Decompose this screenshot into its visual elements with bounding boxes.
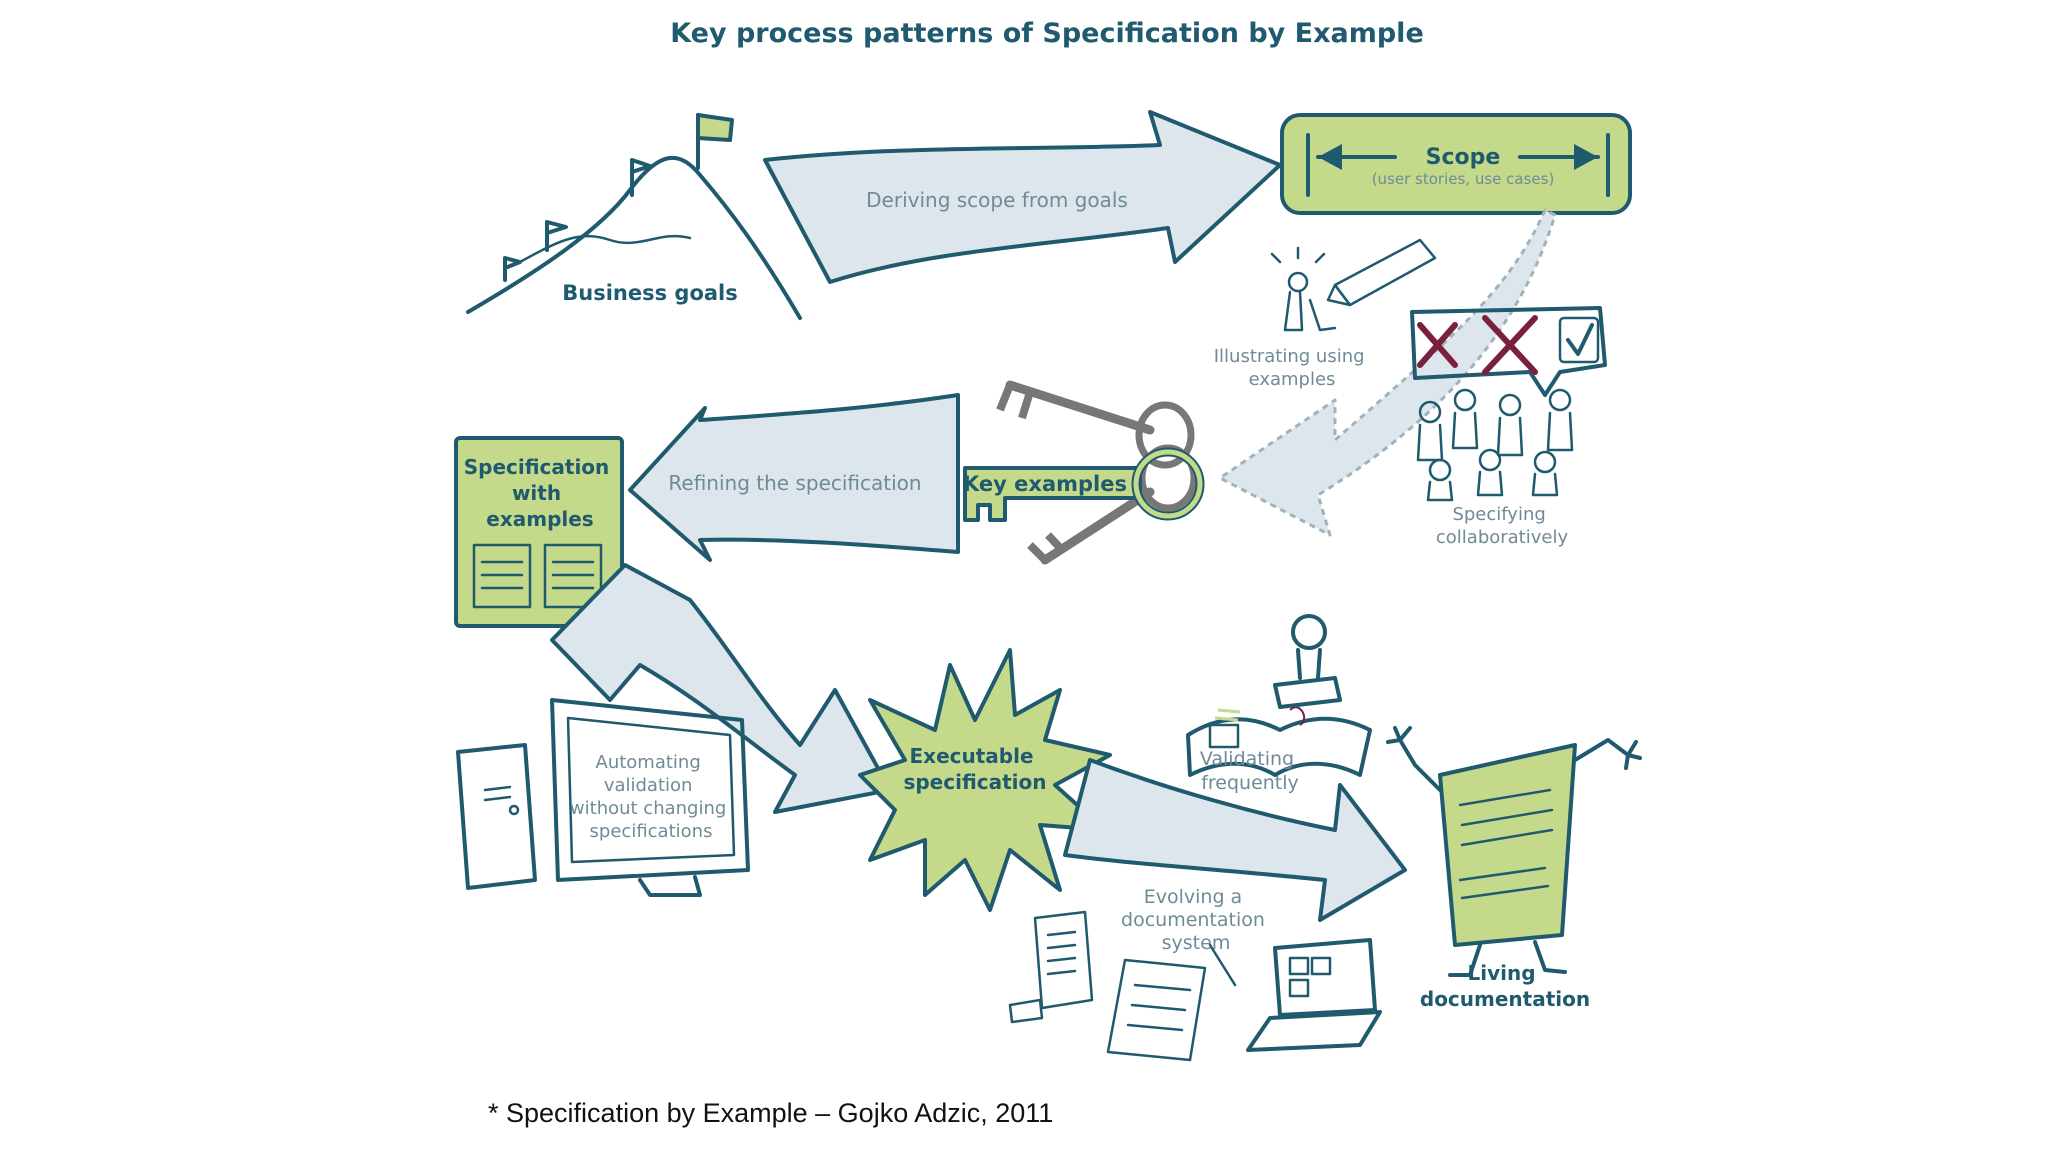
business-goals-mountain xyxy=(466,113,802,320)
diagram-title: Key process patterns of Specification by… xyxy=(670,18,1424,49)
collaborators-group xyxy=(1416,388,1574,502)
deriving-scope-label: Deriving scope from goals xyxy=(866,188,1128,212)
refining-label: Refining the specification xyxy=(668,471,921,495)
refining-arrow xyxy=(628,393,960,562)
evolving-arrow xyxy=(1063,758,1407,922)
collaboration-board xyxy=(1410,306,1607,397)
citation: * Specification by Example – Gojko Adzic… xyxy=(488,1098,1054,1128)
executable-spec-label: Executable specification xyxy=(903,744,1046,794)
illustrating-figure xyxy=(1270,238,1437,332)
automating-arrow xyxy=(550,563,892,814)
illustrating-label: Illustrating using examples xyxy=(1214,346,1371,390)
spec-with-examples-box xyxy=(454,436,624,628)
monitor xyxy=(550,698,750,897)
living-documentation-character xyxy=(1386,726,1642,977)
automating-label: Automating validation without changing s… xyxy=(570,752,732,842)
scope-label: Scope xyxy=(1426,145,1501,170)
illustrating-arrow xyxy=(1218,208,1557,537)
executable-spec-burst xyxy=(858,648,1112,912)
scope-box xyxy=(1280,113,1632,215)
validating-label: Validating frequently xyxy=(1200,748,1300,794)
spec-with-examples-label: Specification with examples xyxy=(464,455,617,531)
documentation-artifacts xyxy=(1008,910,1382,1062)
key-examples-key xyxy=(963,447,1205,522)
living-documentation-label: Living documentation xyxy=(1420,961,1590,1011)
gray-key-top xyxy=(996,380,1195,469)
computer-tower xyxy=(456,743,537,890)
key-examples-label: Key examples xyxy=(963,472,1127,496)
scope-sublabel: (user stories, use cases) xyxy=(1372,170,1555,188)
specifying-label: Specifying collaboratively xyxy=(1436,504,1569,548)
business-goals-label: Business goals xyxy=(562,281,738,305)
validation-stamp-book xyxy=(1186,614,1372,777)
evolving-label: Evolving a documentation system xyxy=(1121,886,1271,954)
